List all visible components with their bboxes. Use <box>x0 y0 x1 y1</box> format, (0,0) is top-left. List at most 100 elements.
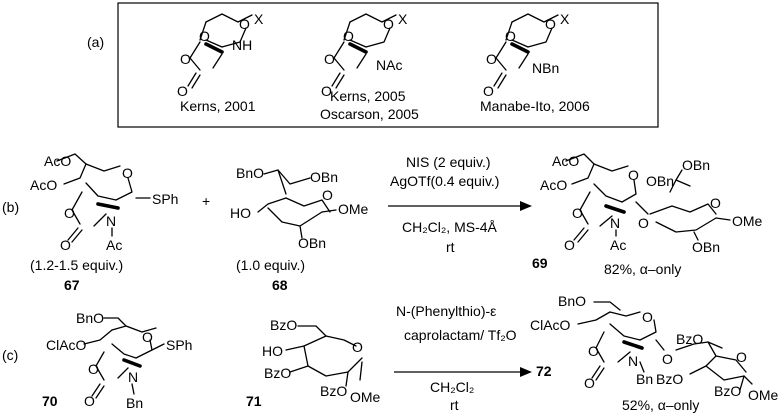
svg-text:NIS (2 equiv.): NIS (2 equiv.) <box>406 154 491 170</box>
reaction-arrow-b: NIS (2 equiv.) AgOTf(0.4 equiv.) CH₂Cl₂,… <box>388 154 532 255</box>
svg-text:82%, α–only: 82%, α–only <box>604 261 681 277</box>
svg-text:BnO: BnO <box>76 310 104 326</box>
svg-text:(1.2-1.5 equiv.): (1.2-1.5 equiv.) <box>30 257 123 273</box>
svg-text:52%, α–only: 52%, α–only <box>622 397 699 413</box>
panel-a-label: (a) <box>87 34 104 50</box>
svg-text:X: X <box>254 11 264 27</box>
svg-text:Ac: Ac <box>610 237 626 253</box>
svg-text:BzO: BzO <box>714 383 741 399</box>
svg-text:O: O <box>322 187 333 203</box>
svg-text:OMe: OMe <box>350 389 381 405</box>
svg-text:OBn: OBn <box>298 235 326 251</box>
svg-text:O: O <box>88 361 99 377</box>
svg-text:OBn: OBn <box>310 169 338 185</box>
svg-text:O: O <box>545 16 556 32</box>
svg-text:O: O <box>564 237 575 253</box>
compound-71: BzO HO O BzO BzO OMe 71 <box>246 317 381 409</box>
svg-text:O: O <box>239 16 250 32</box>
svg-text:67: 67 <box>64 277 80 293</box>
compound-69: AcO AcO O OBn OBn O N O O O Ac OMe OBn 6… <box>532 153 763 277</box>
svg-text:OMe: OMe <box>338 201 369 217</box>
svg-text:AgOTf(0.4 equiv.): AgOTf(0.4 equiv.) <box>390 173 499 189</box>
panel-a: (a) O O O X NH O Kerns, 2001 <box>87 2 659 128</box>
svg-text:Oscarson, 2005: Oscarson, 2005 <box>320 106 419 122</box>
svg-text:AcO: AcO <box>30 177 57 193</box>
panel-c: (c) BnO ClAcO O SPh O N O Bn 70 <box>2 293 779 413</box>
panel-b: (b) AcO AcO O SPh O N O Ac (1.2-1.5 equi… <box>2 153 763 293</box>
svg-text:O: O <box>180 51 191 67</box>
svg-text:caprolactam/ Tf₂O: caprolactam/ Tf₂O <box>404 327 517 343</box>
compound-68: BnO OBn HO O OMe OBn (1.0 equiv.) 68 <box>230 165 369 293</box>
svg-text:70: 70 <box>42 393 58 409</box>
svg-text:N: N <box>106 213 116 229</box>
svg-text:68: 68 <box>272 277 288 293</box>
svg-text:BzO: BzO <box>656 371 683 387</box>
svg-text:SPh: SPh <box>166 337 192 353</box>
svg-text:O: O <box>584 375 595 391</box>
svg-text:O: O <box>505 28 516 44</box>
svg-text:Manabe-Ito, 2006: Manabe-Ito, 2006 <box>480 98 590 114</box>
svg-text:OBn: OBn <box>692 239 720 255</box>
svg-text:rt: rt <box>450 397 459 413</box>
svg-text:CH₂Cl₂, MS-4Å: CH₂Cl₂, MS-4Å <box>402 219 498 235</box>
reaction-arrow-c: N-(Phenylthio)-ε caprolactam/ Tf₂O CH₂Cl… <box>394 303 532 413</box>
svg-text:O: O <box>638 215 649 231</box>
svg-text:O: O <box>64 205 75 221</box>
svg-text:O: O <box>352 339 363 355</box>
svg-text:NBn: NBn <box>532 60 559 76</box>
svg-text:BzO: BzO <box>264 365 291 381</box>
svg-text:O: O <box>628 167 639 183</box>
svg-text:BzO: BzO <box>676 331 703 347</box>
compound-72: BnO ClAcO O BzO O N O O O Bn BzO BzO OMe… <box>530 293 779 413</box>
svg-text:O: O <box>486 51 497 67</box>
svg-text:O: O <box>483 83 494 99</box>
svg-text:Bn: Bn <box>126 395 143 411</box>
svg-text:OBn: OBn <box>646 173 674 189</box>
svg-text:69: 69 <box>532 255 548 271</box>
compound-70: BnO ClAcO O SPh O N O Bn 70 <box>42 310 192 411</box>
svg-text:HO: HO <box>230 205 251 221</box>
svg-text:O: O <box>84 393 95 409</box>
svg-text:O: O <box>324 51 335 67</box>
svg-text:BnO: BnO <box>558 293 586 309</box>
svg-text:rt: rt <box>446 239 455 255</box>
svg-text:AcO: AcO <box>552 153 579 169</box>
svg-text:N: N <box>610 215 620 231</box>
svg-text:72: 72 <box>536 363 552 379</box>
svg-text:BzO: BzO <box>320 383 347 399</box>
svg-text:BzO: BzO <box>270 317 297 333</box>
svg-text:HO: HO <box>262 343 283 359</box>
svg-text:N-(Phenylthio)-ε: N-(Phenylthio)-ε <box>396 303 496 319</box>
svg-text:N: N <box>628 353 638 369</box>
svg-text:O: O <box>710 195 721 211</box>
svg-text:O: O <box>662 351 673 367</box>
svg-text:O: O <box>343 28 354 44</box>
svg-text:O: O <box>142 329 153 345</box>
svg-text:X: X <box>560 11 570 27</box>
svg-text:BnO: BnO <box>236 165 264 181</box>
svg-text:CH₂Cl₂: CH₂Cl₂ <box>430 379 474 395</box>
svg-text:ClAcO: ClAcO <box>530 317 571 333</box>
svg-text:O: O <box>60 237 71 253</box>
svg-text:O: O <box>642 309 653 325</box>
panel-a-frame <box>117 2 659 128</box>
svg-text:Bn: Bn <box>636 371 653 387</box>
svg-text:O: O <box>736 349 747 365</box>
svg-text:Kerns, 2001: Kerns, 2001 <box>180 98 256 114</box>
oxazolidinone-scaffold-nac: O O O X NAc O Kerns, 2005 Oscarson, 2005 <box>320 11 419 122</box>
plus-sign: + <box>202 193 210 209</box>
svg-text:O: O <box>199 28 210 44</box>
svg-text:AcO: AcO <box>540 177 567 193</box>
panel-b-label: (b) <box>2 199 19 215</box>
svg-text:71: 71 <box>246 393 262 409</box>
svg-text:(1.0 equiv.): (1.0 equiv.) <box>236 257 305 273</box>
oxazolidinone-scaffold-nh: O O O X NH O Kerns, 2001 <box>177 11 264 114</box>
svg-text:O: O <box>572 205 583 221</box>
svg-text:Kerns, 2005: Kerns, 2005 <box>330 88 406 104</box>
oxazolidinone-scaffold-nbn: O O O X NBn O Manabe-Ito, 2006 <box>480 11 590 114</box>
svg-text:N: N <box>128 369 138 385</box>
svg-text:ClAcO: ClAcO <box>46 337 87 353</box>
svg-text:AcO: AcO <box>44 153 71 169</box>
svg-text:OMe: OMe <box>732 213 763 229</box>
